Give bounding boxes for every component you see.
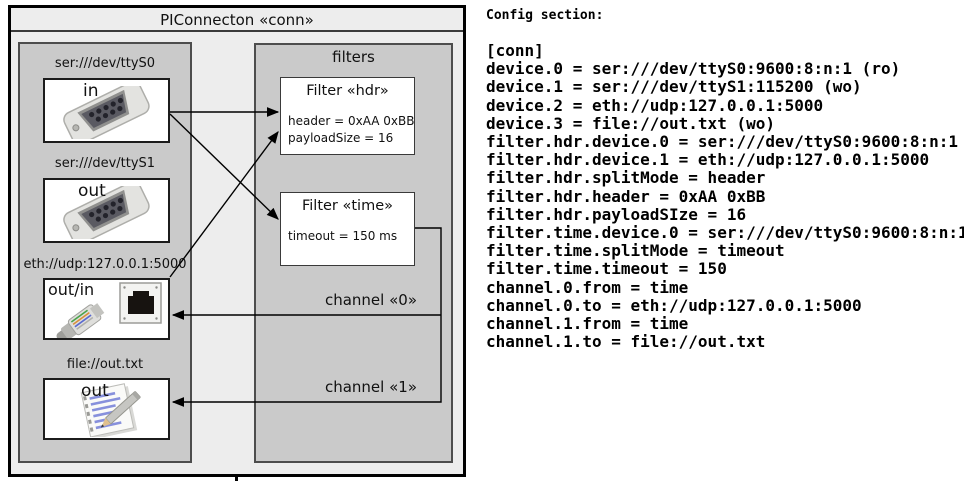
config-heading: Config section: — [486, 8, 604, 23]
serial-connector-icon — [63, 186, 150, 239]
device-box-ttys1: out — [43, 178, 170, 243]
device-box-eth: out/in — [43, 278, 170, 340]
device-box-file: out — [43, 378, 170, 440]
connector-diagram: PIConnecton «conn» ser:///dev/ttyS0 in s… — [0, 0, 470, 484]
device-label-file: file://out.txt — [66, 357, 144, 372]
channel-1-label: channel «1» — [324, 378, 417, 396]
frame-bottom-tick — [235, 474, 238, 481]
serial-connector-icon — [63, 86, 150, 139]
device-direction: out — [78, 181, 106, 201]
devices-container: ser:///dev/ttyS0 in ser:///dev/ttyS1 — [18, 42, 192, 463]
filter-title: Filter «hdr» — [306, 83, 389, 99]
device-direction: out — [81, 381, 109, 401]
device-label-ttys0: ser:///dev/ttyS0 — [54, 56, 156, 71]
filter-attributes: header = 0xAA 0xBB payloadSize = 16 — [288, 114, 415, 145]
ethernet-connector-icon — [56, 282, 162, 338]
device-label-ttys1: ser:///dev/ttyS1 — [54, 156, 156, 171]
filters-title: filters — [332, 48, 375, 66]
filter-hdr-box: Filter «hdr» header = 0xAA 0xBB payloadS… — [280, 77, 415, 155]
filter-title: Filter «time» — [301, 198, 394, 214]
config-text: [conn] device.0 = ser:///dev/ttyS0:9600:… — [486, 41, 964, 352]
filter-time-box: Filter «time» timeout = 150 ms — [280, 192, 415, 266]
notepad-icon — [80, 383, 141, 437]
filter-attributes: timeout = 150 ms — [288, 229, 398, 243]
filters-container: filters Filter «hdr» header = 0xAA 0xBB … — [254, 43, 453, 463]
device-label-eth: eth://udp:127.0.0.1:5000 — [23, 257, 187, 272]
device-direction: in — [83, 81, 99, 101]
device-direction: out/in — [48, 280, 95, 299]
config-panel: Config section: [conn] device.0 = ser://… — [480, 0, 964, 484]
frame-title: PIConnecton «conn» — [11, 8, 463, 32]
channel-0-label: channel «0» — [324, 291, 417, 309]
device-box-ttys0: in — [43, 78, 170, 143]
